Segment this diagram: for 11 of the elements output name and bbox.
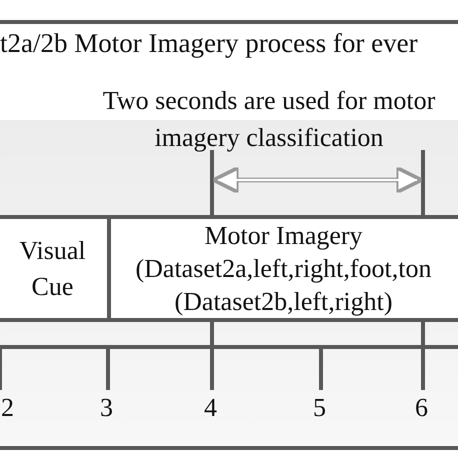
tick-label: 6 [415, 393, 428, 423]
tick-label: 2 [1, 393, 14, 423]
title: t2a/2b Motor Imagery process for ever [0, 28, 419, 59]
node-text: (Dataset2b,left,right) [173, 286, 394, 318]
tick-label: 4 [204, 393, 217, 423]
node-text: Visual Cue [18, 234, 87, 302]
node-text: (Dataset2a,left,right,foot,ton [134, 253, 433, 285]
node-text: Motor Imagery [203, 220, 364, 252]
note: Two seconds are used for motor imagery classification [102, 85, 436, 154]
tick-label: 3 [100, 393, 113, 423]
tick-label: 5 [313, 393, 326, 423]
